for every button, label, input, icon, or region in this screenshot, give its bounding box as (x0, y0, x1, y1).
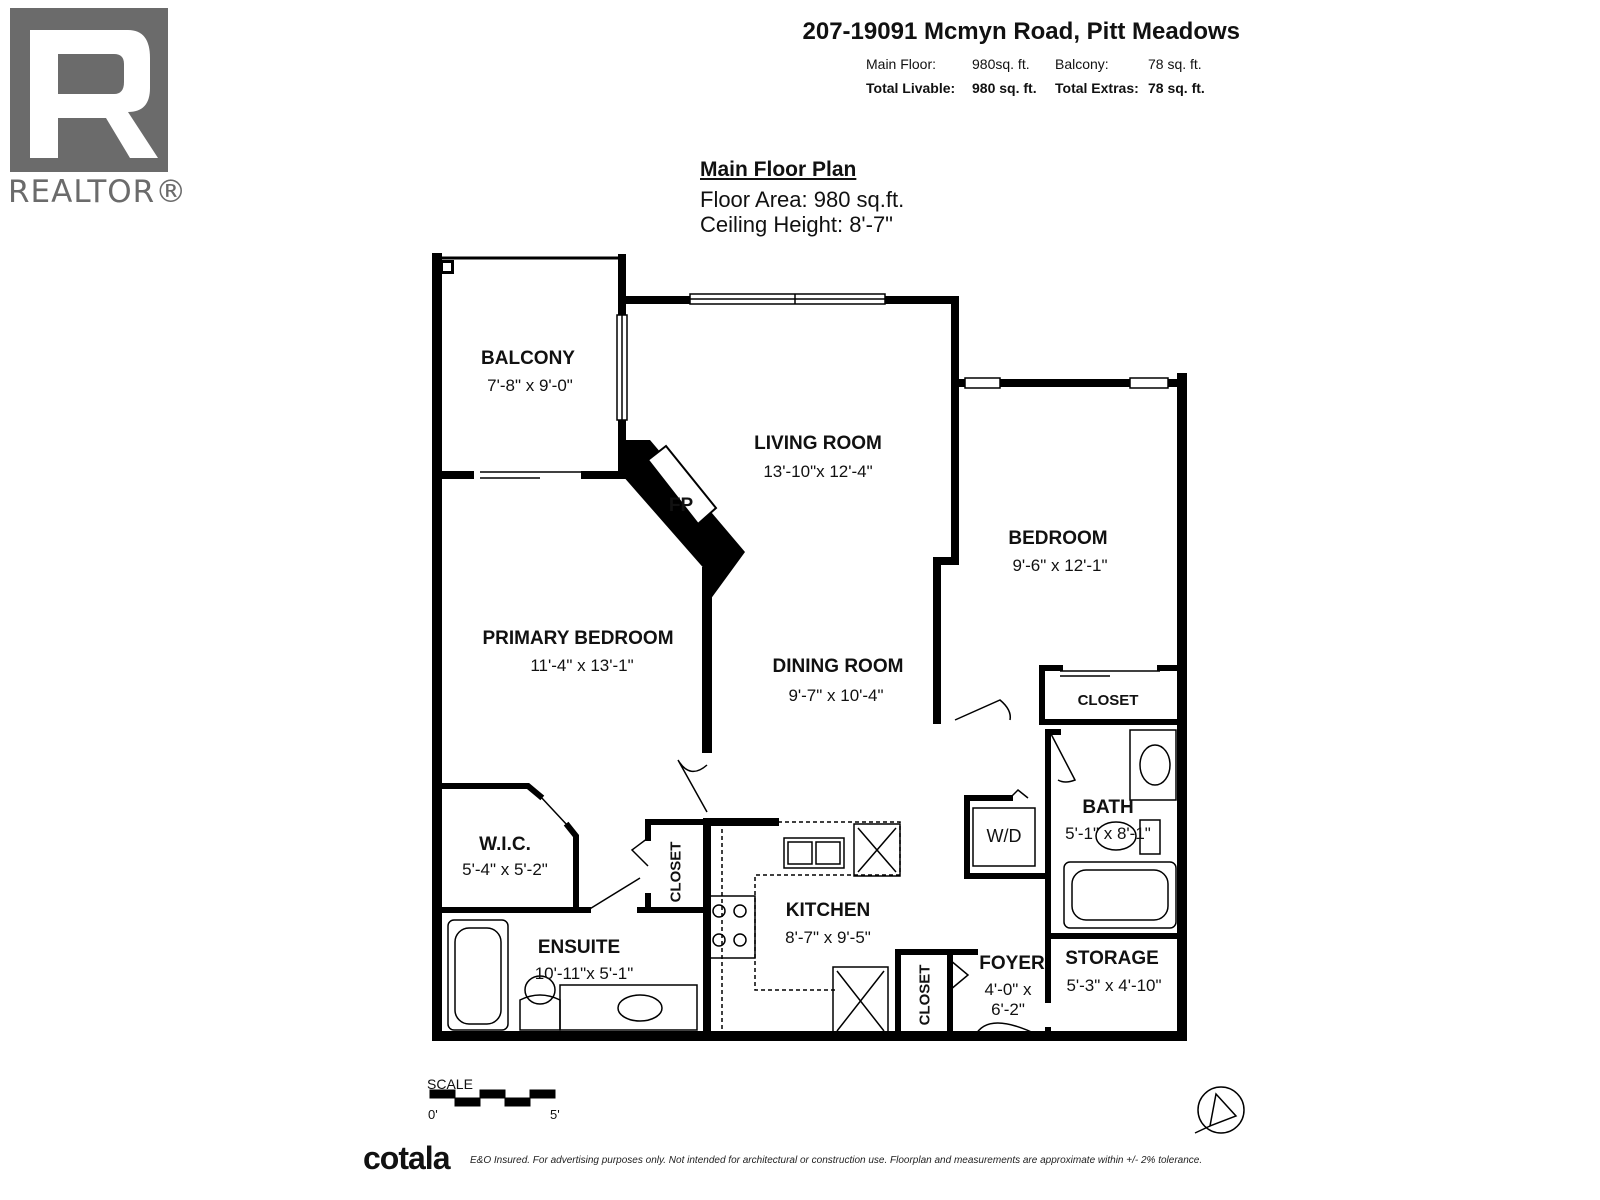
wic-label: W.I.C. (479, 834, 531, 855)
balcony-area-value: 78 sq. ft. (1148, 56, 1202, 72)
bath-label: BATH (1082, 797, 1134, 818)
property-address: 207-19091 Mcmyn Road, Pitt Meadows (802, 18, 1240, 45)
cotala-logo: cotala (363, 1140, 450, 1176)
kitchen-dims: 8'-7" x 9'-5" (785, 928, 871, 947)
disclaimer: E&O Insured. For advertising purposes on… (470, 1155, 1203, 1166)
balcony-dims: 7'-8" x 9'-0" (487, 376, 573, 395)
foyer-dims-line1: 4'-0" x (984, 980, 1032, 999)
foyer-dims-line2: 6'-2" (991, 1000, 1025, 1019)
scale-bar (429, 1089, 556, 1107)
bedroom-closet-label: CLOSET (1077, 692, 1139, 709)
kitchen-label: KITCHEN (785, 900, 871, 921)
main-floor-value: 980sq. ft. (972, 56, 1030, 72)
storage-label: STORAGE (1065, 948, 1159, 969)
realtor-r-icon (10, 8, 168, 172)
floor-area: Floor Area: 980 sq.ft. (700, 187, 905, 212)
main-floor-label: Main Floor: (866, 56, 937, 72)
total-extras-value: 78 sq. ft. (1148, 80, 1205, 96)
dining-room-label: DINING ROOM (772, 656, 904, 677)
wall-kitchen (703, 818, 779, 1040)
wall-foyer-closet (895, 949, 978, 1039)
washer-dryer-label: W/D (986, 826, 1022, 846)
ensuite-dims: 10'-11"x 5'-1" (534, 964, 634, 983)
dining-room-dims: 9'-7" x 10'-4" (788, 686, 884, 705)
foyer-label: FOYER (979, 953, 1045, 974)
ceiling-height: Ceiling Height: 8'-7" (700, 212, 893, 237)
storage-dims: 5'-3" x 4'-10" (1066, 976, 1162, 995)
bedroom-dims: 9'-6" x 12'-1" (1012, 556, 1108, 575)
total-livable-value: 980 sq. ft. (972, 80, 1037, 96)
scale-label: SCALE (427, 1076, 473, 1092)
fireplace-label: FP (668, 495, 694, 516)
living-room-label: LIVING ROOM (754, 433, 882, 454)
north-arrow-icon (1194, 1086, 1245, 1134)
scale-end: 5' (550, 1107, 560, 1122)
ensuite-label: ENSUITE (537, 937, 621, 958)
primary-bedroom-dims: 11'-4" x 13'-1" (530, 656, 634, 675)
fireplace (622, 440, 745, 600)
bedroom-label: BEDROOM (1008, 528, 1108, 549)
primary-closet-label: CLOSET (667, 841, 685, 903)
primary-bedroom-label: PRIMARY BEDROOM (482, 628, 674, 649)
wic-dims: 5'-4" x 5'-2" (462, 860, 548, 879)
plan-title: Main Floor Plan (700, 158, 857, 181)
foyer-closet-label: CLOSET (916, 964, 934, 1026)
realtor-wordmark: REALTOR® (8, 174, 188, 210)
balcony-label: BALCONY (481, 348, 575, 369)
bath-dims: 5'-1" x 8'-1" (1065, 824, 1151, 843)
balcony-area-label: Balcony: (1055, 56, 1109, 72)
wall-bedroom-left (933, 379, 959, 724)
total-extras-label: Total Extras: (1055, 80, 1139, 96)
scale-start: 0' (428, 1107, 438, 1122)
wall-wd (964, 795, 1051, 879)
outer-wall (432, 253, 1187, 1041)
living-room-dims: 13'-10"x 12'-4" (763, 462, 873, 481)
wall-living-top (618, 296, 959, 382)
total-livable-label: Total Livable: (866, 80, 956, 96)
wall-bedroom-closet (1039, 665, 1185, 725)
